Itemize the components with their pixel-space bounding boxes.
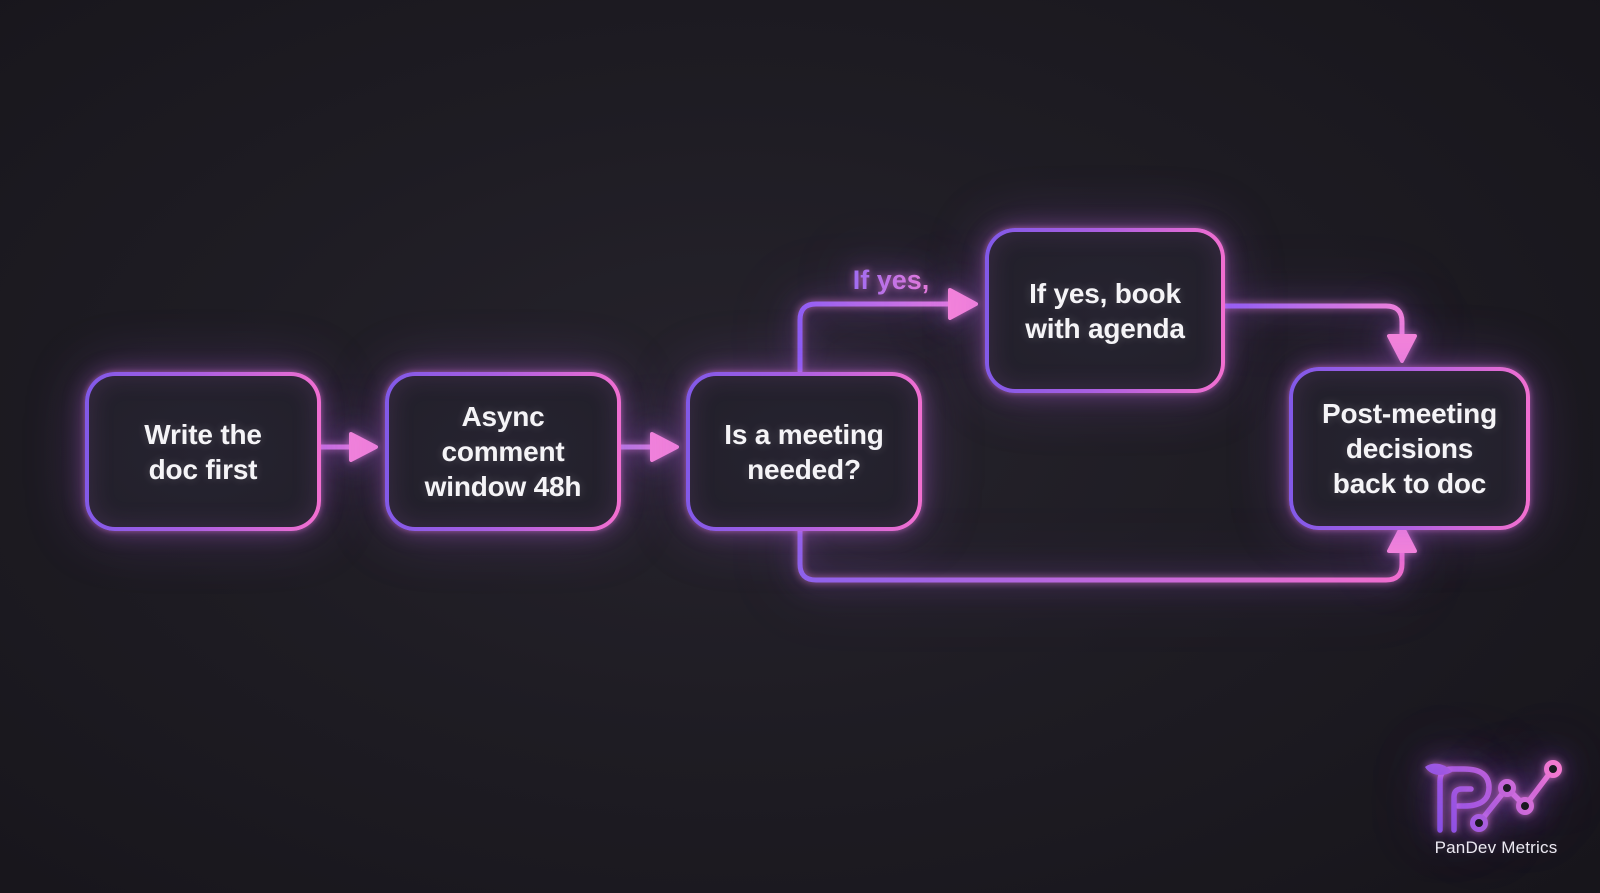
logo-trend-dot bbox=[1498, 779, 1516, 797]
flow-node-book-with-agenda: If yes, book with agenda bbox=[985, 228, 1225, 393]
pandev-logo-icon bbox=[1425, 760, 1562, 833]
flow-node-is-meeting-needed: Is a meeting needed? bbox=[686, 372, 922, 531]
flow-node-post-meeting-decisions: Post-meeting decisions back to doc bbox=[1289, 367, 1530, 530]
logo-trend-dot bbox=[1544, 760, 1562, 778]
edge-book-to-post bbox=[1214, 303, 1405, 337]
logo-p-inner bbox=[1451, 786, 1474, 833]
logo-trendline bbox=[1476, 766, 1556, 826]
arrow-down-icon bbox=[1387, 334, 1417, 363]
arrow-right-icon bbox=[650, 432, 679, 462]
edge-label: If yes, bbox=[853, 265, 930, 295]
arrow-right-icon bbox=[349, 432, 378, 462]
edge-needed-to-book bbox=[797, 301, 953, 374]
node-label: Write the doc first bbox=[144, 418, 262, 485]
logo-flame bbox=[1425, 763, 1452, 775]
logo-trend-dot bbox=[1516, 797, 1534, 815]
node-label: Is a meeting needed? bbox=[724, 418, 884, 485]
flow-node-write-doc-first: Write the doc first bbox=[85, 372, 321, 531]
node-label: Post-meeting decisions back to doc bbox=[1322, 398, 1497, 499]
arrow-up-icon bbox=[1387, 524, 1417, 553]
arrow-right-icon bbox=[948, 288, 978, 320]
node-label: Async comment window 48h bbox=[424, 401, 582, 502]
brand-wordmark: PanDev Metrics bbox=[1434, 838, 1558, 857]
logo-trend-dot bbox=[1470, 814, 1488, 832]
node-label: If yes, book with agenda bbox=[1025, 277, 1185, 344]
edge-needed-to-post-bottom bbox=[797, 520, 1405, 583]
flow-node-async-comment-window: Async comment window 48h bbox=[385, 372, 621, 531]
